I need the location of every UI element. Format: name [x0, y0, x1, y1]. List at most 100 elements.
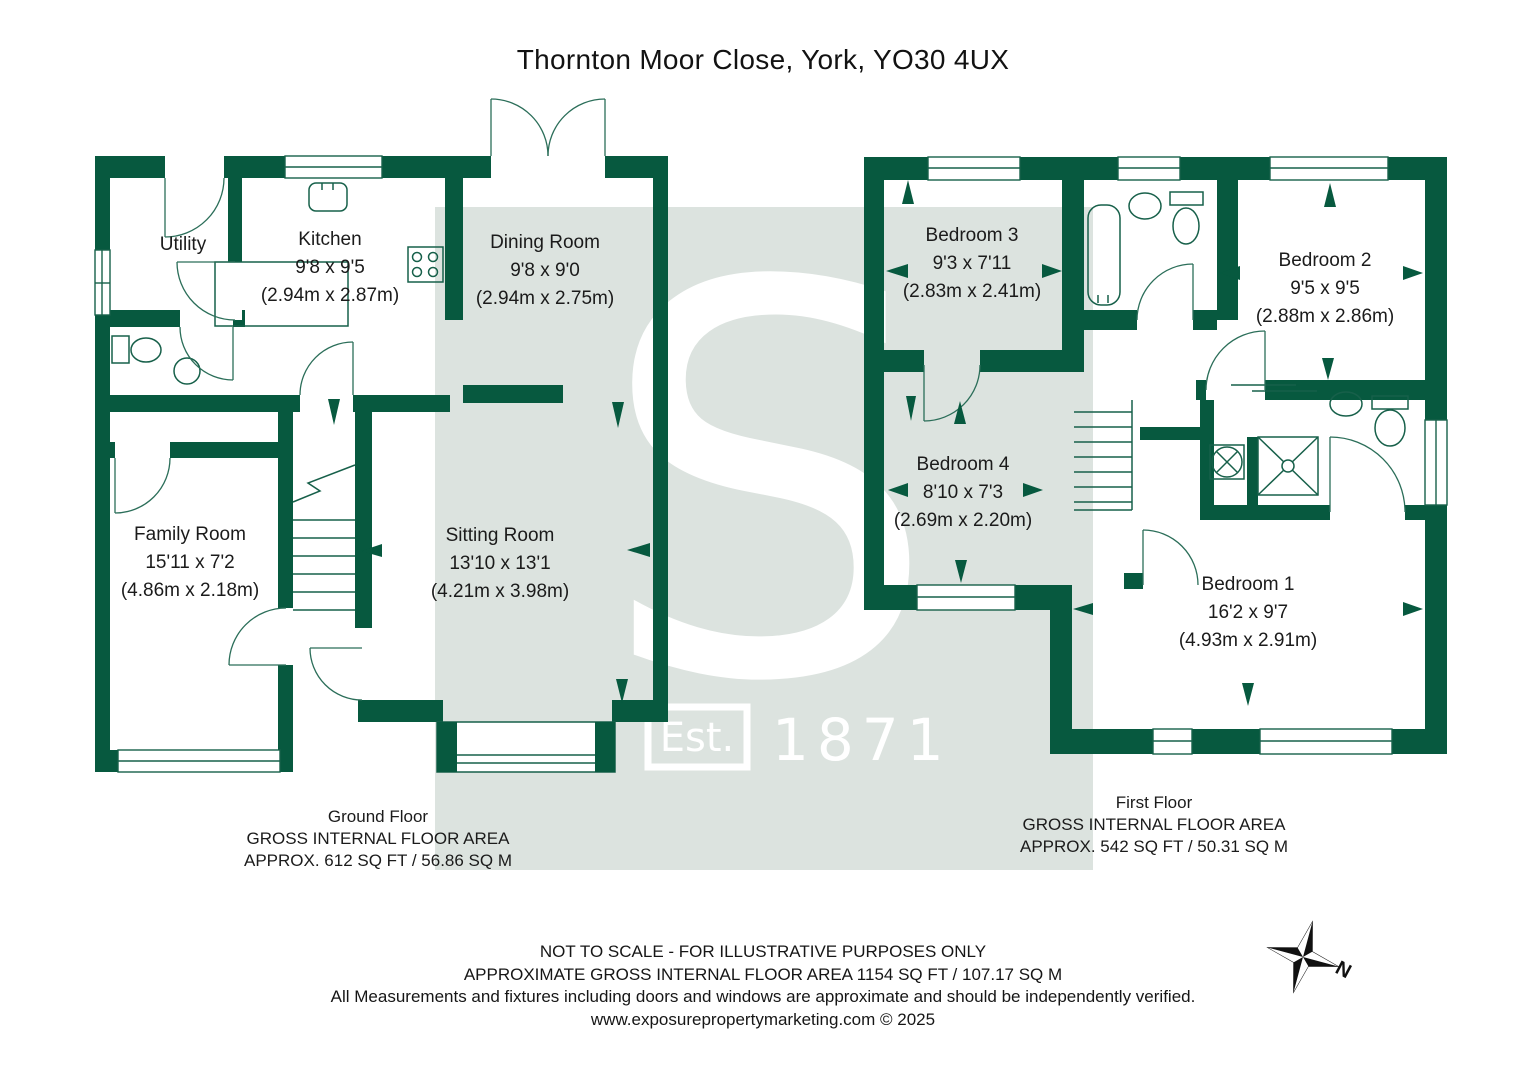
door-arc — [299, 341, 354, 396]
room-dims-m: (2.94m x 2.75m) — [475, 288, 615, 309]
basin-icon — [1329, 391, 1363, 417]
room-name: Bedroom 2 — [1278, 250, 1372, 271]
room-dims-m: (2.69m x 2.20m) — [893, 510, 1033, 531]
watermark-est-label: Est. — [660, 715, 735, 761]
room-dims-ft: 9'5 x 9'5 — [1290, 278, 1360, 299]
room-label-bedroom2: Bedroom 2 9'5 x 9'5 (2.88m x 2.86m) — [1256, 247, 1394, 331]
room-dims-m: (4.21m x 3.98m) — [430, 581, 570, 602]
room-name: Dining Room — [490, 232, 600, 253]
footer-line-3: All Measurements and fixtures including … — [330, 987, 1196, 1006]
direction-arrow — [328, 399, 340, 425]
bath-icon — [1087, 204, 1121, 306]
direction-arrow — [1403, 266, 1423, 280]
window — [1424, 419, 1448, 506]
direction-arrow — [1023, 483, 1043, 497]
door-arc — [176, 261, 236, 321]
floor-area-line2: APPROX. 542 SQ FT / 50.31 SQ M — [1019, 837, 1289, 856]
toilet-icon — [1169, 191, 1204, 245]
door-arc — [114, 457, 171, 514]
footer-line-1: NOT TO SCALE - FOR ILLUSTRATIVE PURPOSES… — [539, 942, 987, 961]
floor-area-line1: GROSS INTERNAL FLOOR AREA — [246, 829, 510, 848]
door-arc — [1136, 263, 1194, 321]
direction-arrow — [1324, 183, 1336, 207]
direction-arrow — [954, 401, 966, 424]
hob-icon — [407, 246, 444, 283]
room-dims-m: (4.93m x 2.91m) — [1178, 630, 1318, 651]
door-arc — [228, 607, 287, 666]
room-dims-ft: 16'2 x 9'7 — [1207, 602, 1289, 623]
room-dims-m: (2.88m x 2.86m) — [1255, 306, 1395, 327]
first-arrows — [886, 180, 1423, 706]
compass-north-label: N — [1332, 957, 1355, 983]
watermark-year: 1871 — [772, 706, 952, 774]
door-arc — [1205, 330, 1266, 391]
room-name: Bedroom 3 — [925, 225, 1019, 246]
direction-arrow — [888, 483, 908, 497]
room-label-dining: Dining Room 9'8 x 9'0 (2.94m x 2.75m) — [476, 229, 614, 313]
room-dims-ft: 9'3 x 7'11 — [932, 253, 1012, 274]
bay-window — [436, 721, 616, 773]
room-label-utility: Utility — [160, 231, 206, 259]
floor-name: First Floor — [1115, 793, 1193, 812]
ground-arrows — [328, 399, 650, 703]
room-dims-ft: 8'10 x 7'3 — [922, 482, 1004, 503]
room-name: Family Room — [134, 524, 246, 545]
page-title: Thornton Moor Close, York, YO30 4UX — [516, 44, 1010, 75]
basin-icon — [1128, 192, 1162, 220]
room-name: Bedroom 1 — [1201, 574, 1295, 595]
first-fixtures — [1087, 191, 1409, 496]
direction-arrow — [612, 402, 624, 428]
ground-fixtures — [111, 182, 444, 385]
watermark-est-box — [644, 703, 751, 771]
floor-area-line2: APPROX. 612 SQ FT / 56.86 SQ M — [243, 851, 513, 870]
room-dims-ft: 9'8 x 9'0 — [510, 260, 580, 281]
footer-line-4: www.exposurepropertymarketing.com © 2025 — [590, 1009, 936, 1029]
direction-arrow — [906, 396, 916, 421]
stairs — [1074, 400, 1133, 511]
room-label-bedroom1: Bedroom 1 16'2 x 9'7 (4.93m x 2.91m) — [1179, 571, 1317, 655]
window — [117, 749, 281, 773]
ground-door-openings — [115, 156, 605, 665]
direction-arrow — [361, 544, 382, 557]
first-floor-plan — [864, 156, 1448, 755]
ground-floor-plan — [94, 98, 668, 773]
direction-arrow — [1073, 603, 1093, 615]
shower-icon — [1257, 436, 1319, 496]
direction-arrow — [1220, 266, 1240, 280]
direction-arrow — [1242, 683, 1254, 706]
room-name: Kitchen — [298, 229, 362, 250]
room-label-sitting: Sitting Room 13'10 x 13'1 (4.21m x 3.98m… — [431, 522, 569, 606]
room-label-kitchen: Kitchen 9'8 x 9'5 (2.94m x 2.87m) — [261, 226, 399, 310]
door-arc — [923, 364, 981, 422]
window — [1152, 728, 1193, 755]
ground-windows — [94, 155, 616, 773]
door-arc — [1329, 436, 1406, 513]
window — [1269, 156, 1389, 181]
room-dims-m: (2.83m x 2.41m) — [902, 281, 1042, 302]
room-dims-ft: 9'8 x 9'5 — [295, 257, 365, 278]
stairs — [292, 464, 356, 611]
extractor-icon — [1209, 444, 1245, 480]
door-arc — [547, 98, 606, 157]
direction-arrow — [1403, 602, 1423, 616]
window — [1117, 156, 1181, 181]
direction-arrow — [902, 180, 914, 204]
direction-arrow — [627, 543, 650, 557]
window — [284, 155, 383, 179]
floor-name: Ground Floor — [327, 807, 429, 826]
ground-door-arcs — [114, 98, 606, 701]
compass-rose — [1266, 920, 1340, 994]
sink-icon — [308, 182, 348, 212]
basin-icon — [173, 357, 201, 385]
window — [1259, 728, 1393, 755]
room-name: Bedroom 4 — [916, 454, 1010, 475]
door-arc — [1142, 529, 1199, 586]
room-label-family: Family Room 15'11 x 7'2 (4.86m x 2.18m) — [121, 521, 259, 605]
first-floor-caption: First Floor GROSS INTERNAL FLOOR AREA AP… — [1020, 792, 1288, 858]
room-name: Sitting Room — [445, 525, 555, 546]
door-arc — [309, 647, 363, 701]
room-label-bedroom4: Bedroom 4 8'10 x 7'3 (2.69m x 2.20m) — [894, 451, 1032, 535]
direction-arrow — [886, 264, 908, 278]
room-dims-ft: 13'10 x 13'1 — [449, 553, 551, 574]
